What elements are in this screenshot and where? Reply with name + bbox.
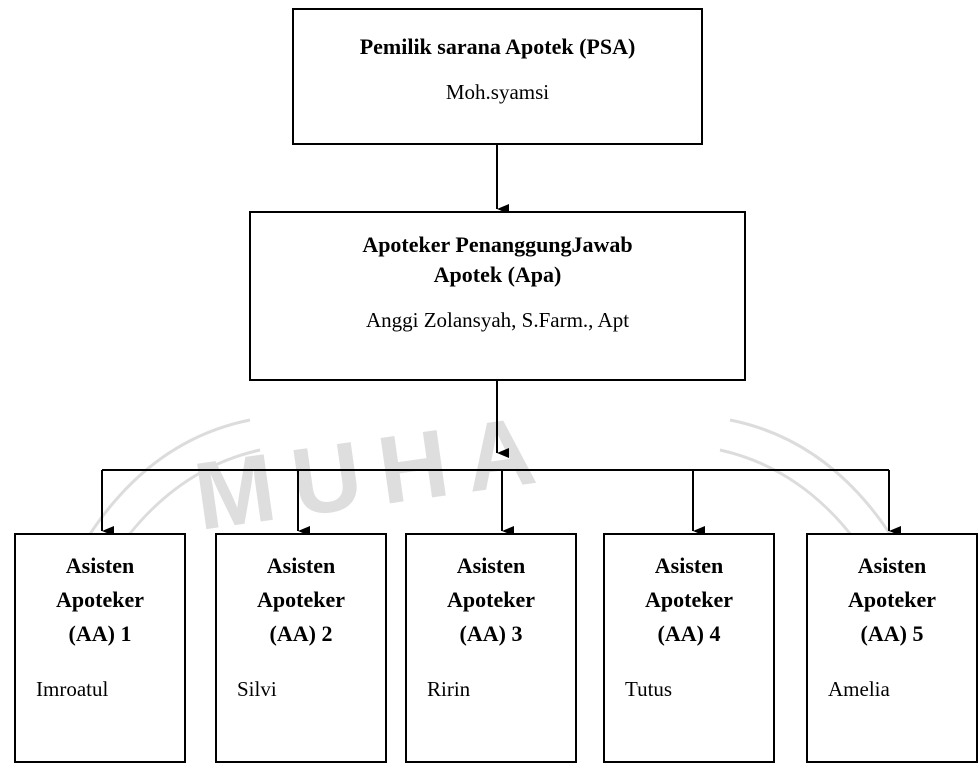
aa-title-line3: (AA) 5 [860, 621, 924, 646]
aa-name: Silvi [237, 677, 277, 701]
aa-title-line3: (AA) 2 [269, 621, 333, 646]
psa-title: Pemilik sarana Apotek (PSA) [359, 34, 636, 59]
aa-title-line2: Apoteker [645, 587, 733, 612]
psa-box: Pemilik sarana Apotek (PSA) Moh.syamsi [292, 8, 703, 145]
apa-title-line1: Apoteker PenanggungJawab [362, 232, 633, 257]
aa-box-3: Asisten Apoteker (AA) 3 Ririn [405, 533, 577, 763]
aa-title-line2: Apoteker [447, 587, 535, 612]
aa-title: Asisten Apoteker (AA) 3 [407, 549, 575, 651]
aa-box-5: Asisten Apoteker (AA) 5 Amelia [806, 533, 978, 763]
aa-title: Asisten Apoteker (AA) 1 [16, 549, 184, 651]
apa-name: Anggi Zolansyah, S.Farm., Apt [365, 308, 630, 332]
aa-box-4: Asisten Apoteker (AA) 4 Tutus [603, 533, 775, 763]
aa-box-1: Asisten Apoteker (AA) 1 Imroatul [14, 533, 186, 763]
aa-title-line2: Apoteker [56, 587, 144, 612]
watermark-text: MUHA [188, 395, 559, 551]
aa-title: Asisten Apoteker (AA) 4 [605, 549, 773, 651]
aa-title: Asisten Apoteker (AA) 2 [217, 549, 385, 651]
aa-name: Imroatul [36, 677, 109, 701]
aa-title-line3: (AA) 3 [459, 621, 523, 646]
aa-name: Tutus [625, 677, 673, 701]
apa-title-line2: Apotek (Apa) [433, 262, 562, 287]
aa-title: Asisten Apoteker (AA) 5 [808, 549, 976, 651]
aa-title-line2: Apoteker [848, 587, 936, 612]
aa-name: Ririn [427, 677, 471, 701]
aa-title-line1: Asisten [456, 553, 526, 578]
aa-title-line2: Apoteker [257, 587, 345, 612]
aa-title-line1: Asisten [266, 553, 336, 578]
aa-title-line3: (AA) 1 [68, 621, 132, 646]
aa-title-line3: (AA) 4 [657, 621, 721, 646]
apa-box: Apoteker PenanggungJawab Apotek (Apa) An… [249, 211, 746, 381]
aa-name: Amelia [828, 677, 890, 701]
psa-name: Moh.syamsi [445, 80, 550, 104]
aa-box-2: Asisten Apoteker (AA) 2 Silvi [215, 533, 387, 763]
aa-title-line1: Asisten [65, 553, 135, 578]
aa-title-line1: Asisten [654, 553, 724, 578]
apa-title: Apoteker PenanggungJawab Apotek (Apa) [251, 230, 744, 290]
aa-title-line1: Asisten [857, 553, 927, 578]
